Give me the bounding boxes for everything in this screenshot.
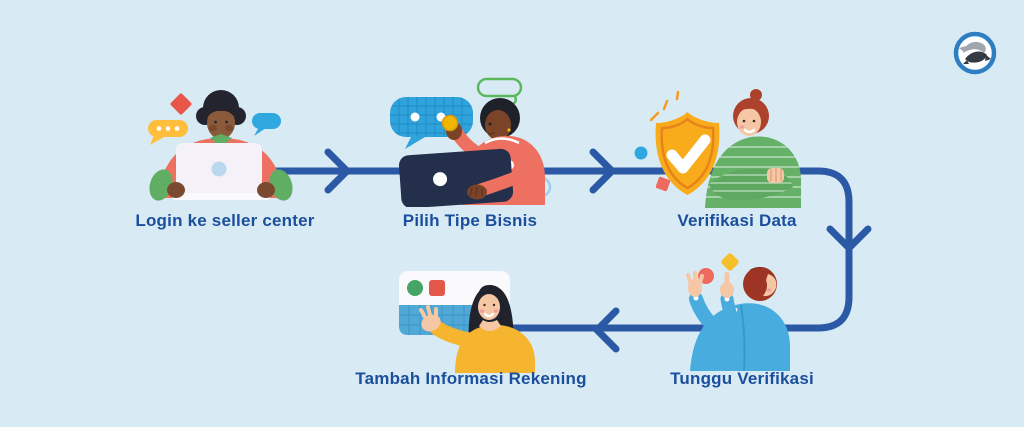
arrowhead-left (593, 307, 620, 353)
blue-chat-bubble-icon (252, 113, 281, 136)
gray-dolphin-shape (963, 41, 986, 53)
step-label-tunggu-verifikasi: Tunggu Verifikasi (670, 369, 814, 388)
blue-dot-shape (634, 146, 648, 160)
red-diamond-shape (170, 93, 192, 115)
yellow-diamond-shape (721, 253, 739, 271)
step-label-verifikasi-data: Verifikasi Data (677, 211, 797, 230)
step-label-tambah-informasi-rekening: Tambah Informasi Rekening (355, 369, 587, 388)
arrowhead-down (826, 225, 872, 252)
person-4 (686, 267, 790, 371)
arrowhead-right-2 (589, 148, 616, 194)
arrowhead-right-1 (324, 148, 351, 194)
person-2 (398, 98, 545, 207)
red-square-shape (429, 280, 445, 296)
person-3 (705, 89, 801, 208)
verified-shield-icon (655, 112, 720, 195)
sparkle-lines (649, 90, 680, 122)
checkmark-icon (666, 134, 711, 174)
person-1 (149, 90, 293, 201)
coin-icon (441, 114, 459, 132)
person-holding-coin-at-laptop-with-chat-bubbles-icon (390, 77, 552, 207)
white-laptop-icon (172, 143, 270, 200)
dark-dolphin-shape (965, 51, 987, 63)
two-dolphins-circle-logo-icon (953, 31, 997, 75)
person-typing-on-laptop-with-chat-bubbles-icon (148, 90, 293, 201)
woman-presenting-bank-card-icon (399, 271, 535, 373)
navy-laptop-icon (398, 148, 514, 207)
salmon-square-shape (655, 176, 671, 192)
green-circle-shape (407, 280, 423, 296)
person-5 (419, 285, 535, 373)
step-label-login: Login ke seller center (135, 211, 315, 230)
step-label-pilih-tipe-bisnis: Pilih Tipe Bisnis (402, 211, 538, 230)
typing-dots-bubble-icon (148, 120, 188, 145)
shield-with-checkmark-and-person-arms-crossed-icon (634, 89, 801, 208)
person-pointing-at-floating-shapes-icon (686, 253, 790, 371)
